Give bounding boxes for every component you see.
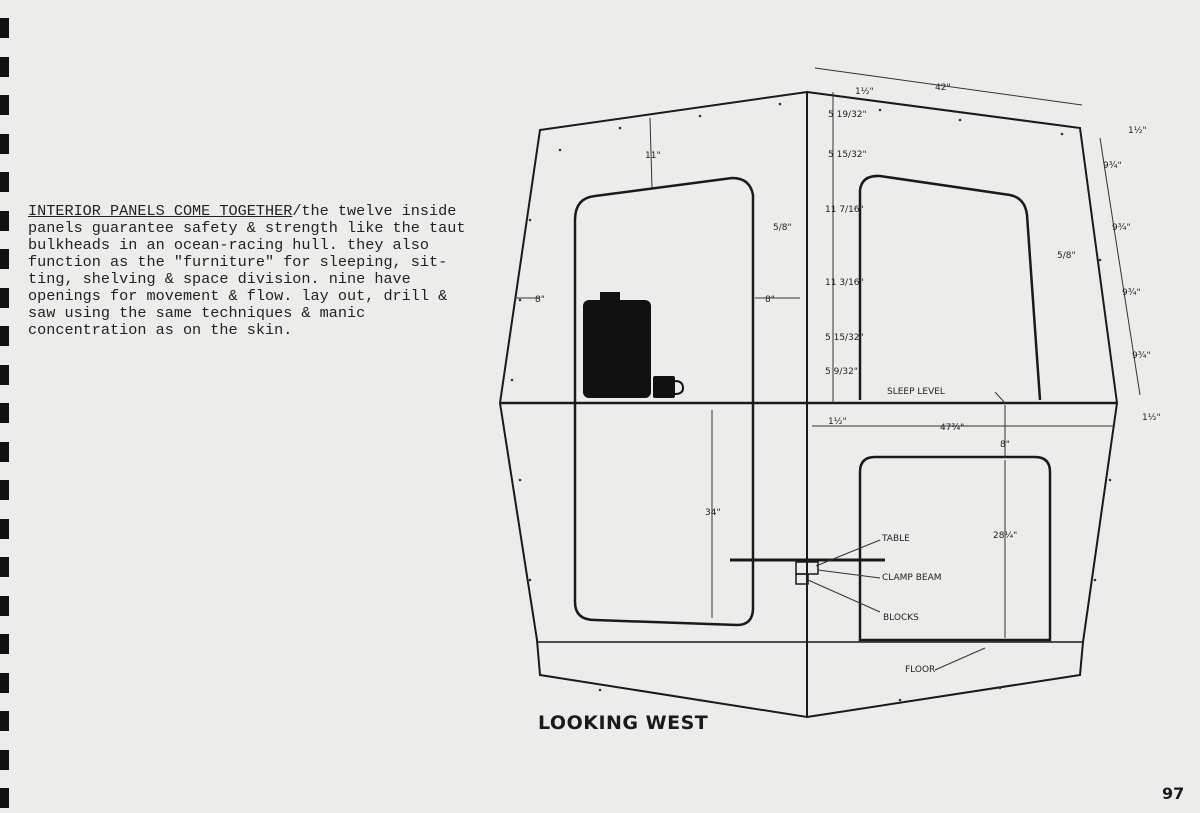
binding-ring [0, 441, 9, 462]
dim-center-6: 5 9/32" [825, 367, 858, 377]
binding-ring [0, 788, 9, 808]
right-upper-opening [858, 174, 1042, 401]
binding-ring [0, 518, 9, 539]
binding-ring [0, 56, 9, 77]
dim-edge-right: 5/8" [1057, 251, 1076, 261]
dim-left-height: 34" [705, 508, 721, 518]
binding-ring [0, 711, 9, 731]
dim-lower-height: 28¼" [993, 531, 1017, 541]
binding-ring [0, 480, 9, 500]
dim-center-gap: 8" [765, 295, 775, 305]
dim-center-bottom-margin: 1½" [828, 417, 847, 427]
paragraph-body: /the twelve inside panels guarantee safe… [28, 202, 466, 339]
jerrycan-icon [583, 292, 651, 398]
binding-ring [0, 749, 9, 770]
dim-right-2: 9¾" [1112, 223, 1131, 233]
dim-right-bottom-margin: 1½" [1142, 413, 1161, 423]
left-opening [573, 176, 755, 627]
fastener-dots [510, 102, 1112, 702]
dim-right-top-margin: 1½" [1128, 126, 1147, 136]
diagram-caption: LOOKING WEST [538, 712, 709, 734]
binding-ring [0, 95, 9, 115]
binding-ring [0, 287, 9, 308]
binding-ring [0, 326, 9, 346]
label-table: TABLE [881, 534, 910, 544]
right-panel-outline [806, 91, 1119, 718]
binding-ring [0, 364, 9, 385]
binding-ring [0, 672, 9, 693]
dim-center-3: 11 7/16" [825, 205, 864, 215]
binding-ring [0, 249, 9, 269]
binding-ring [0, 634, 9, 654]
binding-ring [0, 557, 9, 577]
dim-left-top-gap: 11" [645, 151, 661, 161]
binding-ring [0, 18, 9, 38]
label-blocks: BLOCKS [883, 613, 919, 623]
binding-ring [0, 172, 9, 192]
dim-top-margin: 1½" [855, 87, 874, 97]
paragraph-heading: INTERIOR PANELS COME TOGETHER [28, 202, 293, 220]
dim-lower-top-gap: 8" [1000, 440, 1010, 450]
dim-right-4: 9¾" [1132, 351, 1151, 361]
label-sleep-level: SLEEP LEVEL [887, 387, 945, 397]
binding-ring [0, 595, 9, 616]
page-number: 97 [1162, 784, 1185, 803]
label-clamp-beam: CLAMP BEAM [882, 573, 942, 583]
dim-right-1: 9¾" [1103, 161, 1122, 171]
dim-left-side-gap: 8" [535, 295, 545, 305]
right-lower-opening [858, 455, 1052, 642]
binding-ring [0, 133, 9, 154]
binding-ring [0, 403, 9, 423]
dim-sleep-width: 47¾" [940, 423, 964, 433]
dim-edge-left: 5/8" [773, 223, 792, 233]
dim-right-3: 9¾" [1122, 288, 1141, 298]
dim-center-1: 5 19/32" [828, 110, 867, 120]
dim-center-4: 11 3/16" [825, 278, 864, 288]
dim-center-2: 5 15/32" [828, 150, 867, 160]
label-floor: FLOOR [905, 665, 935, 675]
dim-top-width: 42" [935, 83, 951, 93]
binding-ring [0, 210, 9, 231]
dim-center-5: 5 15/32" [825, 333, 864, 343]
body-paragraph: INTERIOR PANELS COME TOGETHER/the twelve… [28, 203, 478, 339]
blocks [795, 573, 809, 585]
mug-icon [653, 376, 685, 398]
